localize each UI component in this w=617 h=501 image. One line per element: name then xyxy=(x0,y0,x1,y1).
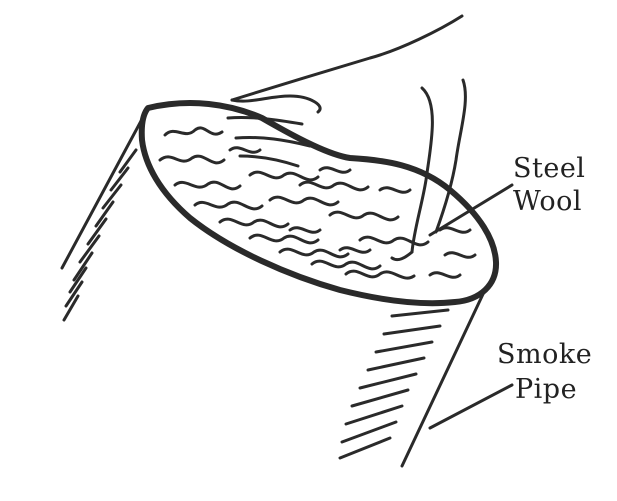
steel-wool-label-line2: Wool xyxy=(513,187,582,216)
steel-wool-texture xyxy=(160,128,475,278)
smoke-pipe-label-line1: Smoke xyxy=(497,340,592,369)
smoke-pipe-leader-line xyxy=(430,385,512,428)
pipe-right-wall xyxy=(340,292,484,466)
smoke-pipe-label-line2: Pipe xyxy=(515,375,577,404)
hand-illustration xyxy=(228,16,465,260)
steel-wool-label-line1: Steel xyxy=(513,154,585,183)
pipe-left-wall xyxy=(62,108,148,320)
